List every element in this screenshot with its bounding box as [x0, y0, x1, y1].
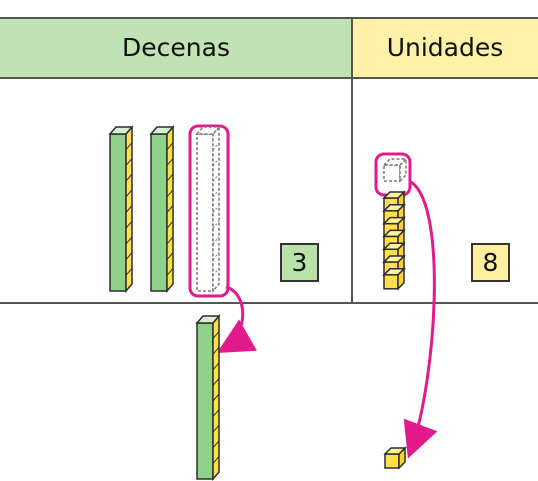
- units-cube-1-top: [382, 191, 406, 199]
- tens-rod-below-side-tick: [212, 393, 220, 402]
- tens-value-box: [280, 243, 319, 282]
- units-value-box: [471, 243, 510, 282]
- tens-rod-2-top: [149, 126, 175, 135]
- tens-header-bg: [0, 18, 352, 78]
- tens-rod-1-front: [109, 133, 127, 292]
- tens-rod-2-side-tick: [166, 142, 174, 151]
- tens-ghost-rod: [195, 124, 221, 294]
- tens-ghost-side-tick: [212, 173, 220, 182]
- tens-rod-1-side-tick: [125, 220, 133, 229]
- tens-ghost-side-tick: [212, 189, 220, 198]
- units-cube-7-top: [382, 268, 406, 276]
- units-header-label: Unidades: [387, 33, 504, 62]
- units-value-text: 8: [483, 248, 499, 277]
- tens-rod-below-front: [196, 322, 214, 480]
- tens-rod-2-side-tick: [166, 205, 174, 213]
- tens-ghost-side-tick: [212, 142, 220, 151]
- units-cube-7-group: [382, 266, 406, 291]
- tens-rod-1-top: [108, 126, 134, 135]
- units-cubes-stack: [382, 190, 406, 291]
- tens-rod-below-side-tick: [212, 456, 220, 464]
- tens-rod-1-side-tick: [125, 142, 133, 151]
- tens-ghost-top: [195, 126, 221, 135]
- tens-rod-1-side-tick: [125, 189, 133, 198]
- units-cube-3-top: [382, 216, 406, 225]
- tens-ghost-front: [196, 133, 214, 292]
- tens-move-arrow: [216, 285, 257, 353]
- tens-rod-2-side-tick: [166, 236, 174, 245]
- tens-rod-1-group: [108, 124, 134, 294]
- tens-rod-2-side-tick: [166, 173, 174, 182]
- tens-value-text: 3: [292, 248, 308, 277]
- tens-rod-2-side-tick: [166, 158, 174, 166]
- tens-rod-below-side-tick: [212, 362, 220, 371]
- units-ghost-front: [383, 164, 401, 182]
- tens-rods-group: [108, 124, 175, 294]
- tens-ghost-group: [195, 124, 221, 294]
- tens-header-label: Decenas: [122, 33, 230, 62]
- units-ghost-top: [382, 158, 408, 166]
- tens-rod-below-side-tick: [212, 378, 220, 386]
- tens-rod-below-side-tick: [212, 346, 220, 355]
- tens-rod-1-side-tick: [125, 173, 133, 182]
- tens-rod-2-group: [149, 124, 175, 294]
- units-cube-below-front: [384, 453, 400, 469]
- tens-rod-below-group: [195, 313, 221, 481]
- tens-rod-below: [195, 313, 221, 481]
- tens-rod-below-side-tick: [212, 331, 220, 339]
- tens-rod-2-side-tick: [166, 220, 174, 229]
- tens-rod-below-side-tick: [212, 440, 220, 449]
- tens-ghost-side-tick: [212, 158, 220, 166]
- units-cube-below-group: [383, 446, 407, 470]
- tens-rod-below-side-tick: [212, 424, 220, 433]
- units-header-bg: [352, 18, 538, 78]
- tens-rod-2-side-tick: [166, 252, 174, 260]
- units-ghost-cube: [382, 157, 408, 183]
- tens-ghost-side-tick: [212, 236, 220, 245]
- tens-rod-1-side-tick: [125, 267, 133, 276]
- units-cube-7-front: [383, 274, 399, 290]
- units-cube-5-top: [382, 242, 406, 250]
- tens-rod-1-side-tick: [125, 158, 133, 166]
- tens-ghost-side-tick: [212, 220, 220, 229]
- tens-rod-below-top: [195, 315, 221, 324]
- tens-rod-1-side-tick: [125, 236, 133, 245]
- tens-rod-below-side-tick: [212, 409, 220, 417]
- tens-rod-2-side-tick: [166, 267, 174, 276]
- tens-rod-2-side-tick: [166, 189, 174, 198]
- units-move-arrow: [403, 180, 438, 459]
- tens-rod-1-side-tick: [125, 205, 133, 213]
- tens-ghost-side-tick: [212, 205, 220, 213]
- units-cube-below-top: [383, 447, 407, 455]
- units-cube-6-top: [382, 255, 406, 263]
- units-cube-2-top: [382, 204, 406, 212]
- tens-ghost-side-tick: [212, 267, 220, 276]
- units-cube-4-top: [382, 229, 406, 238]
- units-ghost-group: [382, 157, 408, 183]
- tens-rod-2-front: [150, 133, 168, 292]
- tens-rod-1-side-tick: [125, 252, 133, 260]
- tens-ghost-side-tick: [212, 252, 220, 260]
- units-cube-below: [383, 446, 407, 470]
